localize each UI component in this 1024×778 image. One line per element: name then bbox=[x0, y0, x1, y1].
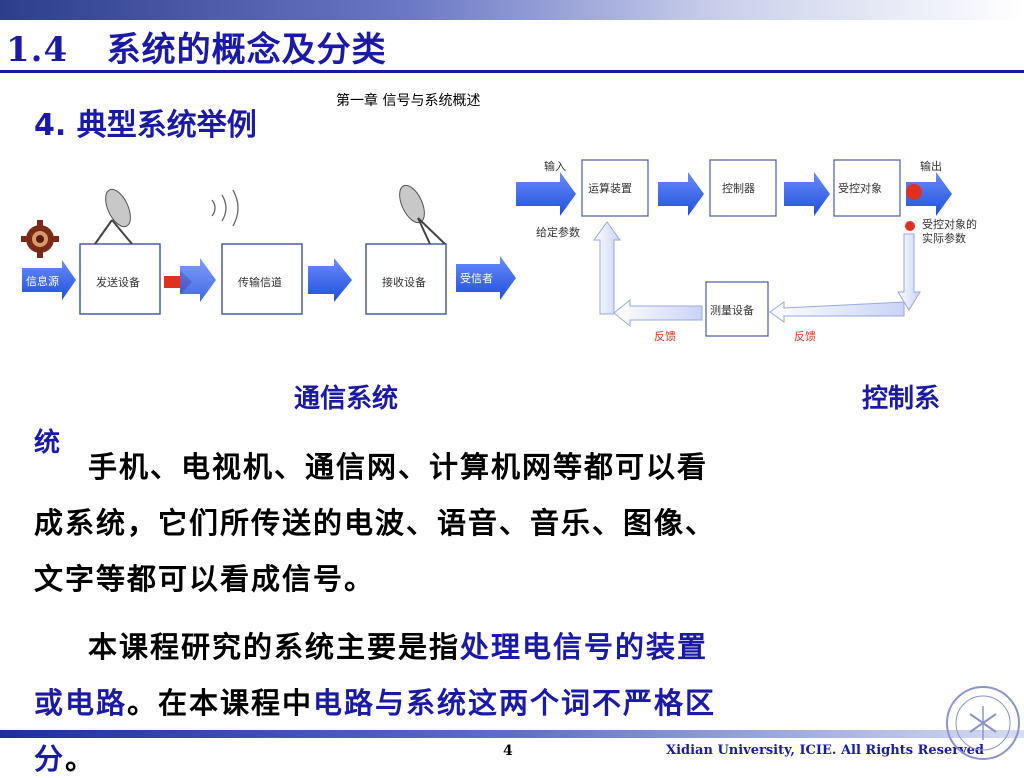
output-label: 输出 bbox=[920, 159, 942, 173]
measurement-label: 测量设备 bbox=[710, 303, 754, 317]
copyright-text: Xidian University, ICIE. All Rights Rese… bbox=[666, 743, 984, 758]
channel-receiver-arrow bbox=[308, 258, 352, 302]
source-arrow bbox=[22, 260, 76, 300]
output-sensor-dot bbox=[906, 184, 922, 200]
p2-highlight-2: 或电路 bbox=[34, 686, 128, 720]
sender-channel-arrow bbox=[180, 258, 216, 302]
measurement-box bbox=[705, 281, 769, 337]
actual-params-label-2: 实际参数 bbox=[922, 231, 966, 245]
page-number: 4 bbox=[503, 743, 513, 759]
comm-system-diagram: 信息源 发送设备 传输信道 接收设备 bbox=[21, 184, 516, 315]
title-divider bbox=[0, 70, 1024, 73]
feedback-right-arrow bbox=[769, 301, 905, 323]
channel-box bbox=[221, 243, 303, 315]
paragraph-2-line-2: 或电路。在本课程中电路与系统这两个词不严格区 bbox=[34, 680, 716, 722]
p2-highlight-3: 电路与系统这两个词不严格区 bbox=[313, 686, 717, 720]
sensor-dot bbox=[905, 221, 915, 231]
p2-text-1: 本课程研究的系统主要是指 bbox=[88, 630, 461, 664]
feedback-label-right: 反馈 bbox=[794, 330, 816, 343]
feedback-down-arrow bbox=[897, 233, 921, 311]
slide-title: 1.4 系统的概念及分类 bbox=[6, 22, 387, 71]
processor-controller-arrow bbox=[658, 172, 704, 216]
p2-highlight-4: 分 bbox=[34, 742, 66, 776]
section-title: 系统的概念及分类 bbox=[106, 30, 387, 70]
chapter-label: 第一章 信号与系统概述 bbox=[336, 93, 481, 109]
sink-label: 受信者 bbox=[460, 272, 493, 285]
paragraph-1-line-2: 成系统，它们所传送的电波、语音、音乐、图像、 bbox=[34, 506, 717, 540]
p2-highlight-1: 处理电信号的装置 bbox=[460, 630, 709, 664]
paragraph-1-line-1: 手机、电视机、通信网、计算机网等都可以看 bbox=[88, 450, 709, 484]
processor-label: 运算装置 bbox=[588, 181, 632, 195]
plant-box bbox=[833, 159, 901, 217]
plant-label: 受控对象 bbox=[838, 181, 882, 195]
section-number: 1.4 bbox=[6, 30, 69, 70]
receiver-label: 接收设备 bbox=[382, 275, 426, 289]
signal-waves-icon bbox=[211, 189, 239, 227]
feedback-left-arrow bbox=[613, 298, 703, 328]
paragraph-2-line-3: 分。 bbox=[34, 736, 96, 778]
controller-label: 控制器 bbox=[722, 181, 755, 195]
receiver-dish-icon bbox=[399, 184, 446, 245]
actual-params-label-1: 受控对象的 bbox=[922, 217, 977, 231]
feedback-label-left: 反馈 bbox=[654, 330, 676, 343]
comm-system-caption: 通信系统 bbox=[294, 384, 399, 414]
paragraph-1-line-3: 文字等都可以看成信号。 bbox=[34, 562, 376, 596]
input-label: 输入 bbox=[544, 159, 566, 173]
control-system-diagram: 输入 给定参数 运算装置 控制器 受控对象 输出 受控对象的 实际参数 测量设备… bbox=[516, 159, 977, 343]
controller-box bbox=[709, 159, 777, 217]
receiver-box bbox=[365, 243, 447, 315]
input-arrow bbox=[516, 172, 576, 216]
sender-box bbox=[79, 243, 161, 315]
control-system-caption-a: 控制系 bbox=[862, 384, 941, 414]
given-params-label: 给定参数 bbox=[536, 225, 580, 239]
sender-label: 发送设备 bbox=[96, 275, 140, 289]
diagrams-canvas: 信息源 发送设备 传输信道 接收设备 bbox=[21, 159, 977, 343]
subtitle: 4. 典型系统举例 bbox=[34, 108, 257, 143]
gear-icon bbox=[21, 220, 59, 258]
source-label: 信息源 bbox=[26, 274, 59, 288]
p2-text-2: 。在本课程中 bbox=[127, 686, 314, 720]
feedback-up-arrow bbox=[593, 221, 621, 315]
processor-box bbox=[581, 159, 649, 217]
controller-plant-arrow bbox=[784, 172, 830, 216]
output-arrow bbox=[906, 172, 952, 216]
top-banner bbox=[0, 0, 1024, 20]
bottom-banner bbox=[0, 730, 1024, 738]
control-system-caption-b: 统 bbox=[34, 428, 61, 458]
university-seal-logo bbox=[946, 686, 1020, 760]
channel-label: 传输信道 bbox=[238, 275, 282, 289]
sink-arrow bbox=[456, 256, 516, 300]
p2-text-3: 。 bbox=[65, 742, 97, 776]
satellite-dish-icon bbox=[94, 188, 133, 245]
paragraph-2-line-1: 本课程研究的系统主要是指处理电信号的装置 bbox=[88, 624, 708, 666]
